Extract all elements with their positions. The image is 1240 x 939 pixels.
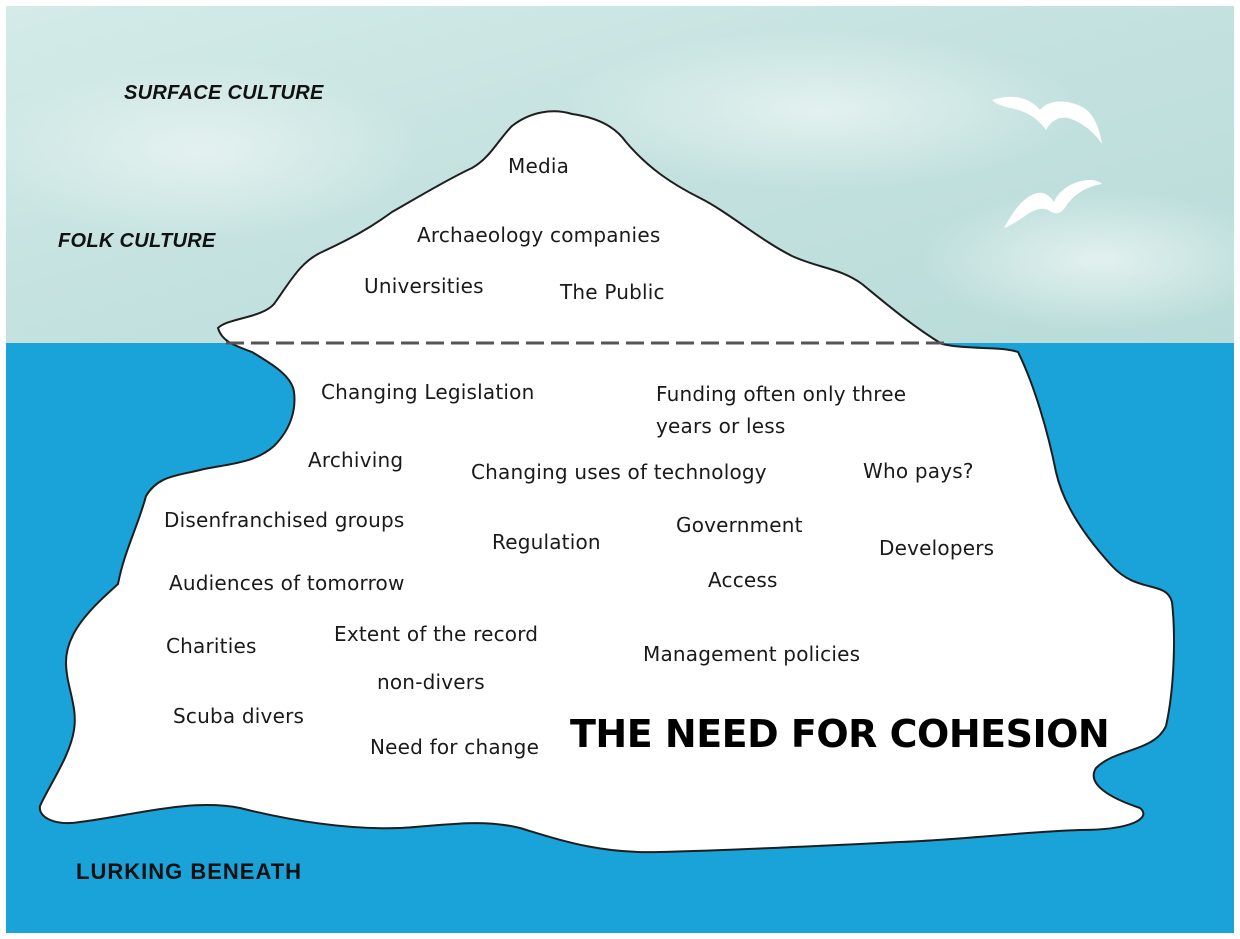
label-media: Media [508, 154, 570, 178]
headline-need-for-cohesion: THE NEED FOR COHESION [570, 712, 1110, 756]
label-funding-line-1: Funding often only three [656, 382, 907, 406]
sky-cloud [920, 190, 1240, 330]
label-management-policies: Management policies [643, 642, 861, 666]
label-developers: Developers [879, 536, 995, 560]
sky-cloud [0, 60, 420, 240]
label-the-public: The Public [560, 280, 665, 304]
sky-cloud [560, 30, 1080, 190]
label-need-for-change: Need for change [370, 735, 540, 759]
label-extent-of-the-record: Extent of the record [334, 622, 539, 646]
label-who-pays: Who pays? [863, 459, 974, 483]
label-non-divers: non-divers [377, 670, 485, 694]
seagull-icon [1004, 180, 1102, 228]
label-charities: Charities [166, 634, 257, 658]
label-funding-line-2: years or less [656, 414, 786, 438]
label-audiences-of-tomorrow: Audiences of tomorrow [169, 571, 405, 595]
label-disenfranchised-groups: Disenfranchised groups [164, 508, 405, 532]
label-universities: Universities [364, 274, 484, 298]
label-regulation: Regulation [492, 530, 601, 554]
zone-label-folk-culture: FOLK CULTURE [58, 230, 216, 252]
label-scuba-divers: Scuba divers [173, 704, 305, 728]
zone-label-lurking-beneath: LURKING BENEATH [76, 859, 303, 884]
zone-label-surface-culture: SURFACE CULTURE [124, 82, 324, 104]
label-government: Government [676, 513, 803, 537]
label-changing-legislation: Changing Legislation [321, 380, 535, 404]
seagull-icon [992, 96, 1102, 144]
label-archaeology-companies: Archaeology companies [417, 223, 661, 247]
iceberg [38, 110, 1175, 854]
label-archiving: Archiving [308, 448, 404, 472]
label-changing-uses-of-technology: Changing uses of technology [471, 460, 767, 484]
label-access: Access [708, 568, 778, 592]
